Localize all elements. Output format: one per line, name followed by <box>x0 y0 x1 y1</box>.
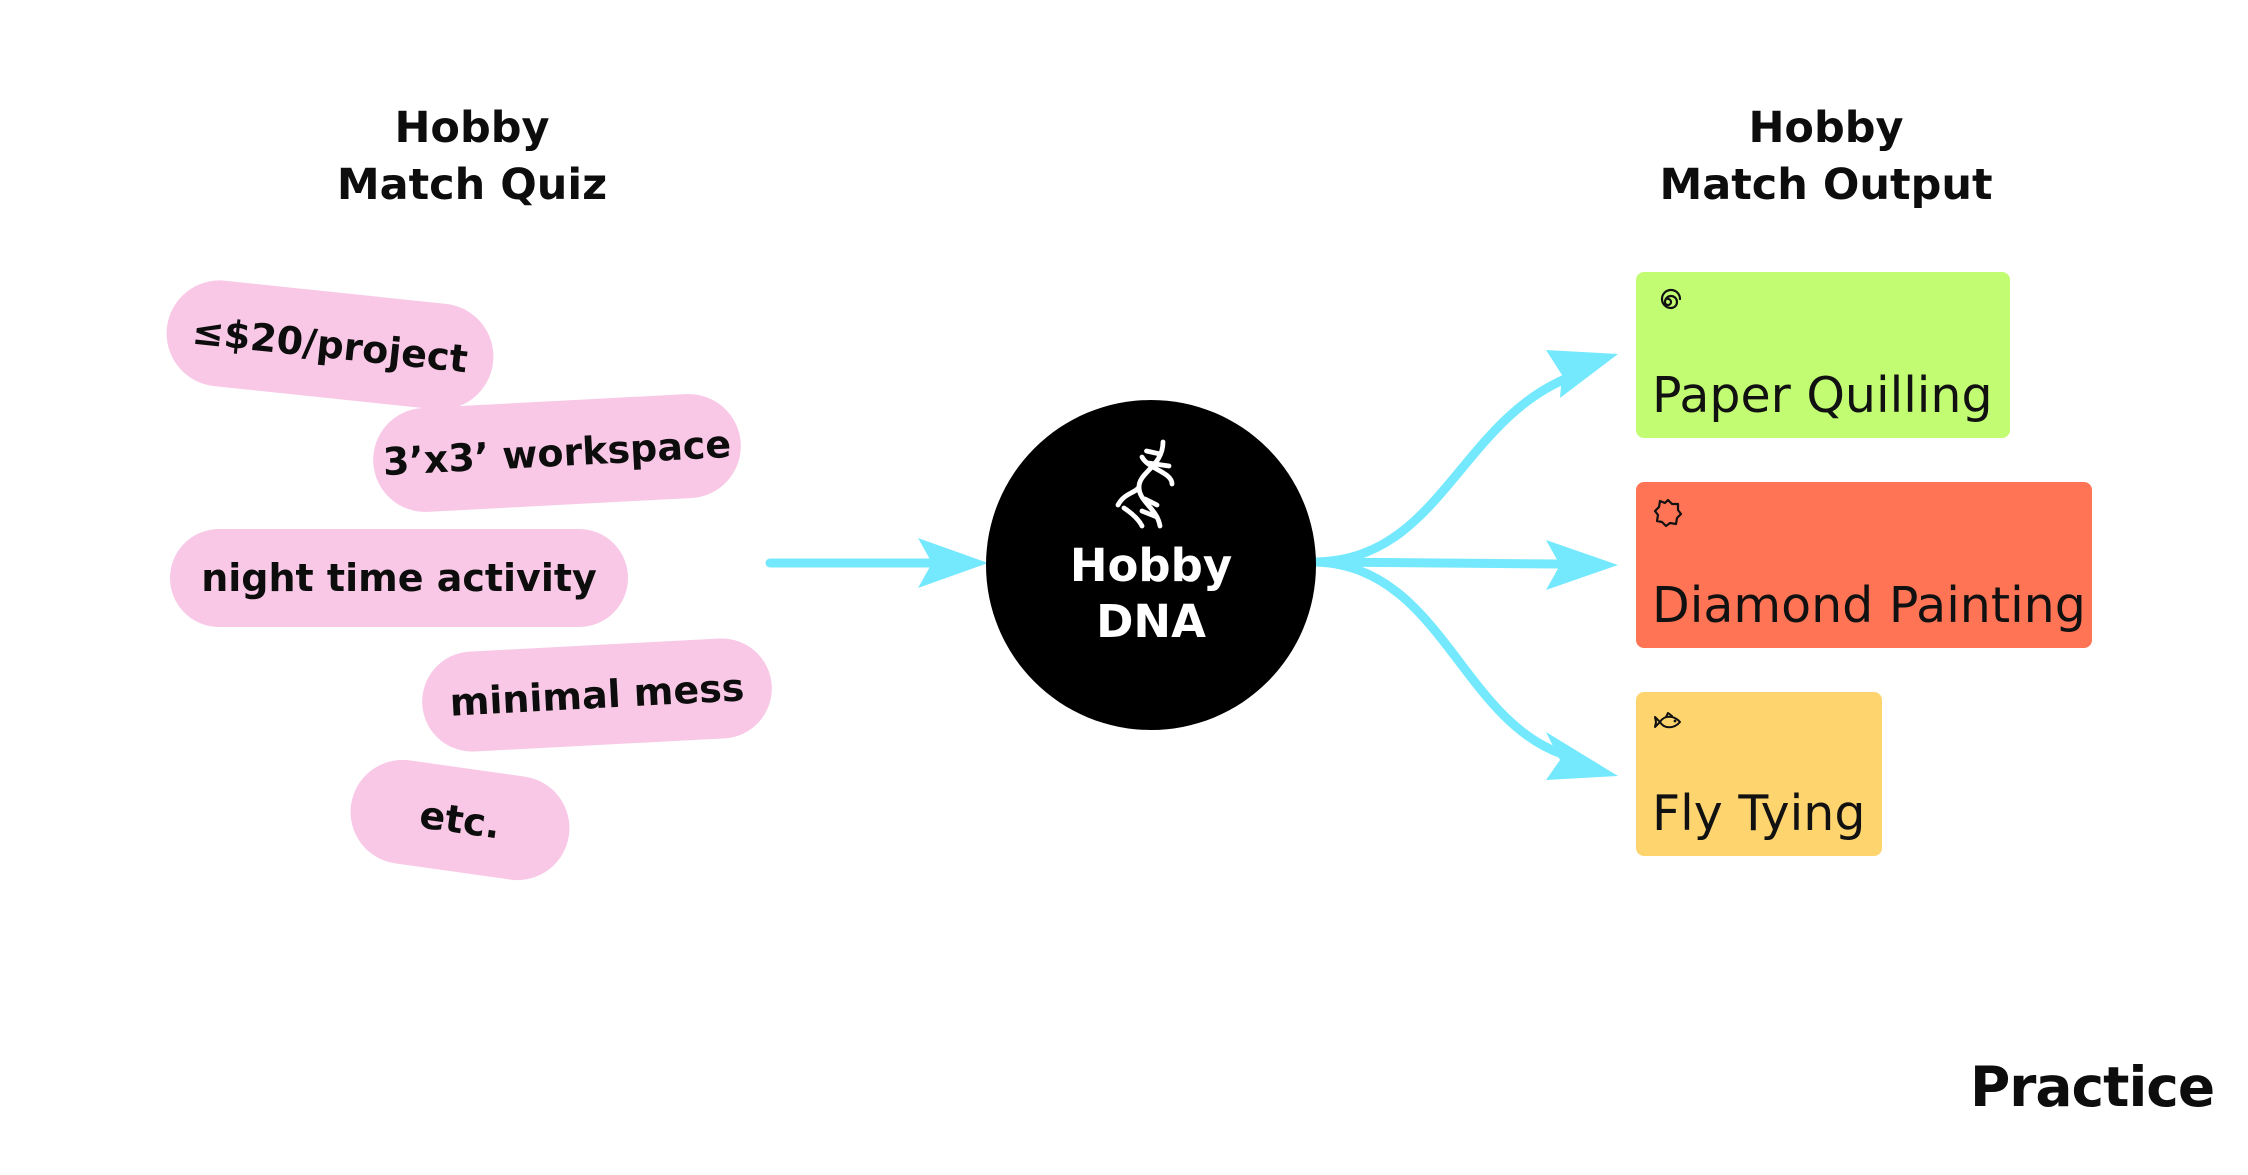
gem-icon <box>1653 498 1683 528</box>
hub-label-line1: Hobby <box>1069 539 1233 592</box>
quiz-title: Hobby Match Quiz <box>222 100 722 214</box>
output-title-line1: Hobby <box>1748 103 1904 153</box>
output-arrow-line-bottom <box>1311 557 1567 759</box>
output-card-diamond-painting: Diamond Painting <box>1636 482 2092 648</box>
dna-icon <box>1115 439 1175 529</box>
output-arrow-line-middle <box>1311 557 1565 569</box>
hub-label: Hobby DNA <box>1070 538 1232 650</box>
quiz-item-night-time: night time activity <box>170 529 628 627</box>
card-label: Paper Quilling <box>1652 367 1993 424</box>
brand-logo: Practice <box>1970 1055 2215 1119</box>
quiz-title-line1: Hobby <box>394 103 550 153</box>
hub-label-line2: DNA <box>1096 595 1206 648</box>
output-card-fly-tying: Fly Tying <box>1636 692 1882 856</box>
output-arrowhead-bottom <box>1546 732 1618 780</box>
output-arrowhead-middle <box>1546 540 1618 590</box>
input-arrowhead <box>918 538 988 588</box>
output-title-line2: Match Output <box>1659 160 1993 210</box>
output-card-paper-quilling: Paper Quilling <box>1636 272 2010 438</box>
output-arrow-line-top <box>1311 372 1575 567</box>
hobby-dna-node: Hobby DNA <box>986 400 1316 730</box>
card-label: Fly Tying <box>1652 785 1866 842</box>
spiral-icon <box>1660 288 1682 310</box>
quiz-title-line2: Match Quiz <box>336 160 608 210</box>
output-arrowhead-top <box>1546 350 1618 398</box>
fish-icon <box>1654 712 1681 729</box>
card-label: Diamond Painting <box>1652 577 2086 634</box>
output-title: Hobby Match Output <box>1576 100 2076 214</box>
